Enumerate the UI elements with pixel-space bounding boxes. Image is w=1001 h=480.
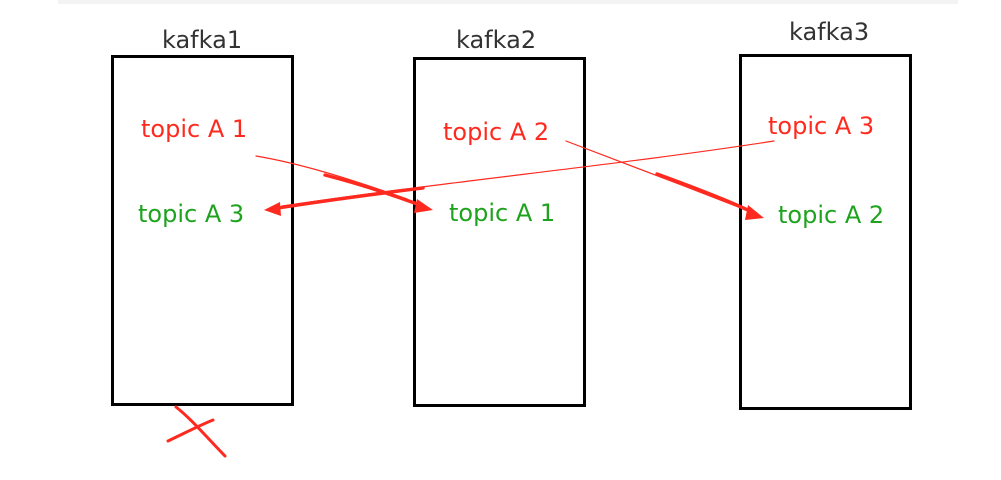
replication-arrow-a3-thick xyxy=(276,186,425,210)
kafka2-replica-topic: topic A 1 xyxy=(449,199,556,227)
kafka1-leader-topic: topic A 1 xyxy=(141,115,248,143)
kafka3-replica-topic: topic A 2 xyxy=(778,201,885,229)
top-divider xyxy=(58,0,958,4)
kafka2-broker-box xyxy=(413,57,586,407)
cross-mark-icon xyxy=(166,405,227,458)
replication-arrow-a2-thick xyxy=(655,172,754,214)
kafka1-broker-box xyxy=(111,55,294,406)
kafka3-title: kafka3 xyxy=(789,18,870,46)
kafka3-leader-topic: topic A 3 xyxy=(768,112,875,140)
kafka2-leader-topic: topic A 2 xyxy=(443,118,550,146)
replication-arrow-a1-thick xyxy=(323,173,422,207)
kafka3-broker-box xyxy=(739,54,912,410)
replication-arrow-a2 xyxy=(565,140,752,213)
kafka2-title: kafka2 xyxy=(456,26,537,54)
kafka1-title: kafka1 xyxy=(162,26,243,54)
kafka1-replica-topic: topic A 3 xyxy=(138,200,245,228)
